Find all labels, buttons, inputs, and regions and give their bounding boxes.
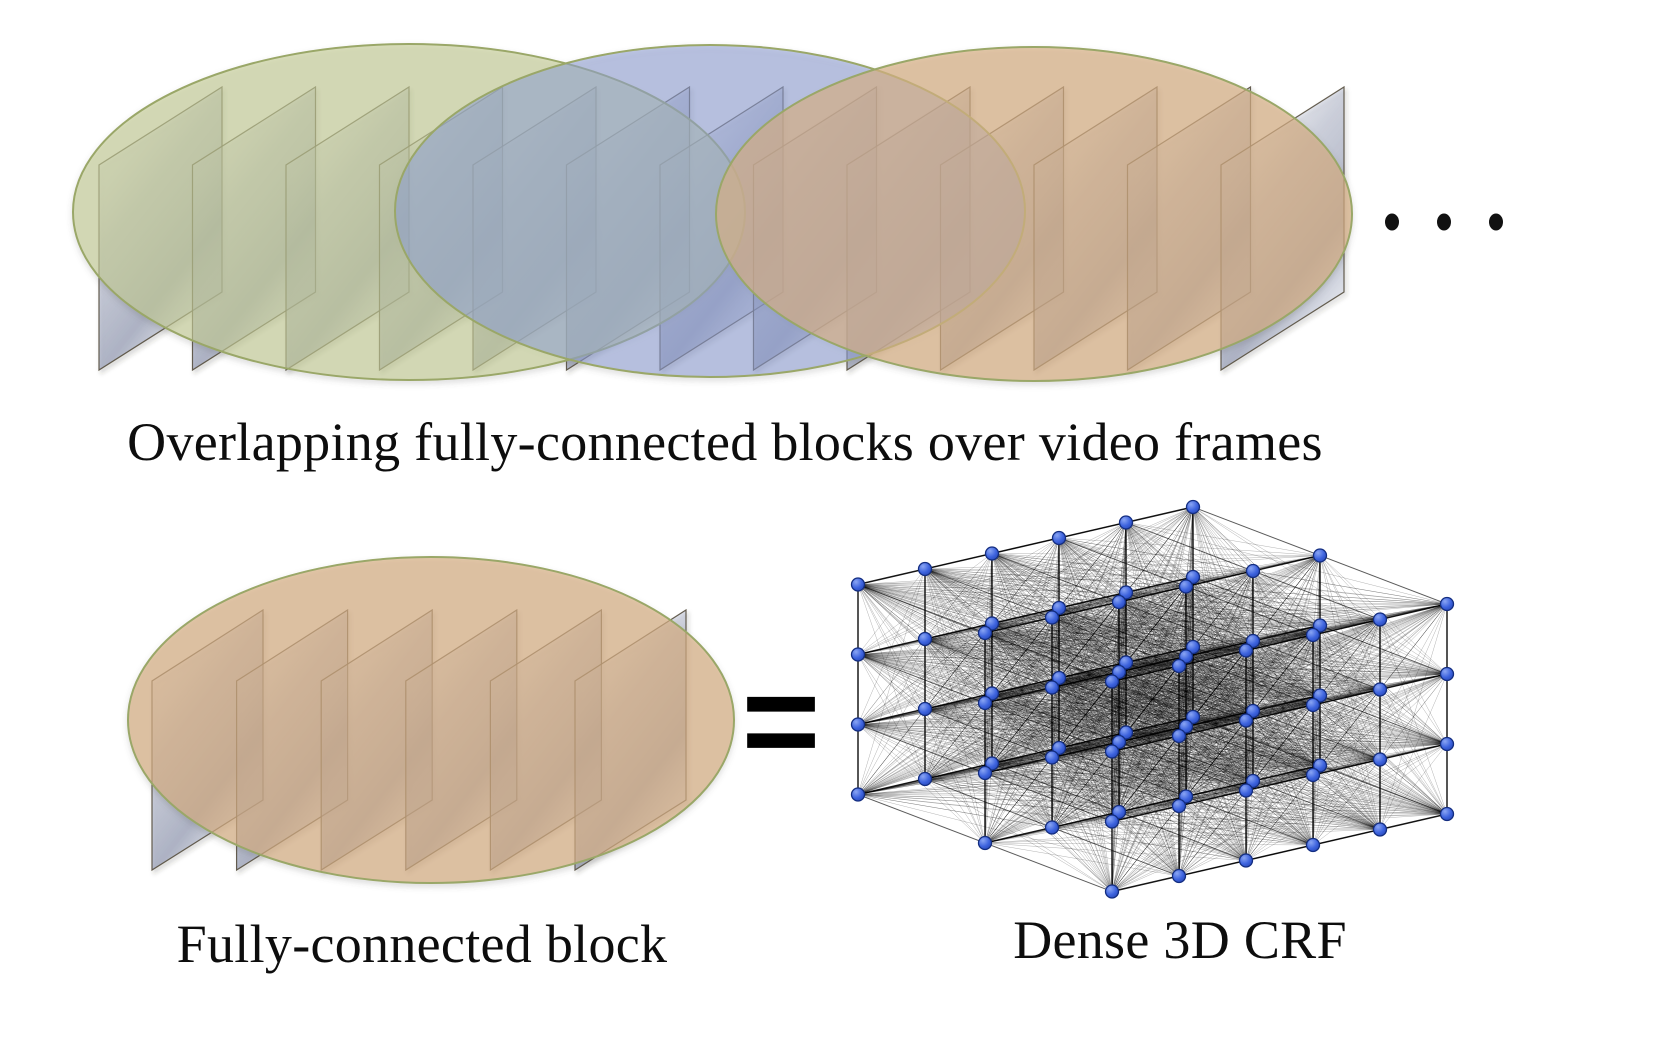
crf-node — [1312, 548, 1328, 563]
crf-node — [1051, 600, 1067, 616]
crf-node — [850, 717, 866, 732]
crf-node — [1372, 822, 1388, 837]
crf-node — [1171, 868, 1187, 884]
crf-node — [1111, 594, 1127, 610]
crf-node — [917, 631, 933, 647]
crf-node — [1178, 579, 1194, 594]
ellipsis-dot-1 — [1385, 213, 1399, 231]
crf-node — [1051, 740, 1067, 756]
crf-node — [1439, 736, 1455, 752]
crf-node — [984, 546, 1000, 561]
crf-node — [1111, 664, 1127, 680]
crf-node — [984, 756, 1000, 771]
crf-node — [850, 647, 866, 662]
crf-node — [1118, 725, 1134, 740]
crf-node — [1104, 674, 1120, 689]
crf-node — [1372, 682, 1388, 697]
crf-node — [917, 561, 933, 577]
crf-node — [850, 577, 866, 592]
crf-node — [1171, 798, 1187, 814]
crf-node — [1051, 530, 1067, 546]
crf-node — [1238, 853, 1254, 868]
crf-node — [1118, 585, 1134, 600]
caption-overlapping-blocks: Overlapping fully-connected blocks over … — [127, 412, 1323, 472]
crf-node — [1104, 814, 1120, 829]
caption-fully-connected-block: Fully-connected block — [176, 914, 668, 974]
crf-node — [1439, 596, 1455, 612]
crf-node — [1171, 658, 1187, 674]
crf-node — [977, 835, 993, 851]
crf-node — [1044, 820, 1060, 835]
crf-node — [1171, 728, 1187, 744]
crf-node — [1118, 515, 1134, 530]
crf-node — [1185, 709, 1201, 725]
crf-graph-edges — [857, 506, 1448, 893]
crf-node — [1372, 752, 1388, 767]
block-orange — [715, 46, 1353, 382]
crf-node — [1312, 688, 1328, 703]
crf-node — [1044, 680, 1060, 695]
crf-node — [977, 625, 993, 641]
crf-node — [1305, 837, 1321, 853]
crf-node — [1238, 713, 1254, 728]
crf-node — [1238, 643, 1254, 658]
crf-node — [1104, 744, 1120, 759]
ellipsis-dot-3 — [1489, 213, 1503, 231]
crf-node — [917, 771, 933, 787]
crf-node — [977, 765, 993, 781]
crf-node — [1312, 758, 1328, 773]
crf-node — [1051, 670, 1067, 686]
caption-dense-3d-crf: Dense 3D CRF — [1013, 910, 1347, 970]
crf-node — [1439, 806, 1455, 822]
crf-node — [1178, 649, 1194, 664]
ellipsis-dot-2 — [1437, 213, 1451, 231]
crf-node — [1305, 697, 1321, 713]
crf-node — [1245, 703, 1261, 719]
crf-node — [984, 616, 1000, 631]
crf-node — [1111, 804, 1127, 820]
crf-node — [1044, 750, 1060, 765]
crf-node — [1111, 734, 1127, 750]
crf-node — [1245, 563, 1261, 579]
crf-node — [1245, 773, 1261, 789]
crf-graph-nodes — [850, 499, 1455, 899]
crf-node — [1178, 789, 1194, 804]
crf-node — [1178, 719, 1194, 734]
crf-node — [1185, 499, 1201, 515]
crf-node — [1372, 612, 1388, 627]
crf-node — [850, 787, 866, 802]
crf-node — [1312, 618, 1328, 633]
crf-node — [1044, 610, 1060, 625]
crf-node — [1439, 666, 1455, 682]
crf-node — [1185, 569, 1201, 585]
continuation-dots — [1385, 213, 1503, 231]
fully-connected-block-ellipse — [127, 556, 735, 884]
crf-node — [1305, 767, 1321, 783]
crf-node — [977, 695, 993, 711]
crf-node — [1104, 884, 1120, 899]
crf-node — [984, 686, 1000, 701]
overlapping-block-ellipses — [72, 43, 1353, 382]
crf-node — [1118, 655, 1134, 670]
block-orange — [127, 556, 735, 884]
crf-node — [1245, 633, 1261, 649]
crf-node — [1238, 783, 1254, 798]
crf-node — [1185, 639, 1201, 655]
crf-node — [917, 701, 933, 717]
crf-node — [1305, 627, 1321, 643]
equals-sign: = — [741, 645, 821, 797]
